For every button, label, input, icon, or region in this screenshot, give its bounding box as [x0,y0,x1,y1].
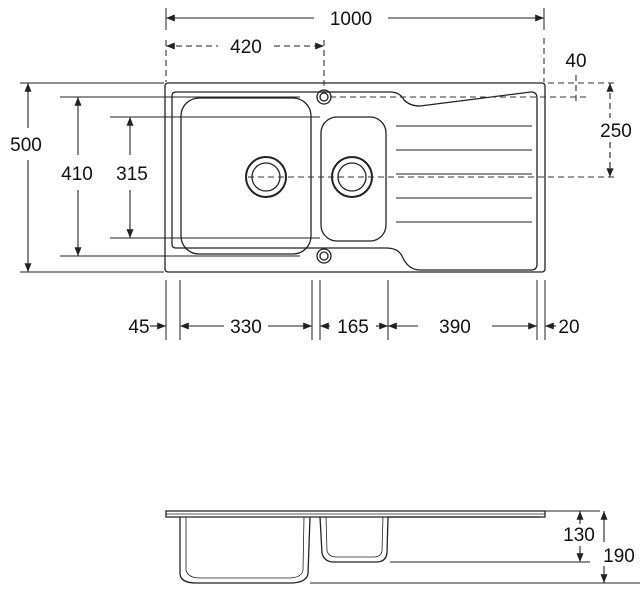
dim-half-bowl-depth: 315 [116,164,148,185]
main-bowl-waste-outer [245,156,287,198]
half-bowl [320,116,387,242]
tap-hole-top-inner [319,92,329,102]
drainer-grooves [396,125,532,223]
overflow-hole-bottom-inner [319,251,329,261]
overflow-hole-bottom [316,248,332,264]
main-bowl-waste-inner [251,162,281,192]
dim-half-bowl-width: 165 [337,317,369,338]
section-half-bowl [319,516,389,563]
dim-overall-depth: 500 [10,135,42,156]
dashed-reference-lines [165,38,618,178]
section-main-bowl [179,516,311,584]
section-deck [165,510,546,518]
dim-section-main-bowl-depth: 190 [603,546,635,567]
extension-lines [20,8,546,340]
dim-edge-40: 40 [565,51,586,72]
dim-main-bowl-width: 330 [230,317,262,338]
section-view [165,510,546,584]
sink-outer-outline [164,82,546,273]
dimension-lines [24,14,614,330]
dim-left-margin: 45 [128,317,149,338]
sink-inner-rim [171,91,538,271]
dim-section-half-bowl-depth: 130 [563,525,595,546]
dim-bowl-depth: 410 [61,164,93,185]
main-bowl [180,97,312,255]
dim-height-250: 250 [600,121,632,142]
dim-drainer-width: 390 [439,317,471,338]
dim-overall-width: 1000 [330,9,372,30]
section-extension-lines [310,510,640,584]
dim-right-margin: 20 [558,317,579,338]
dim-tap-offset: 420 [230,37,262,58]
section-dimension-lines [576,510,608,583]
